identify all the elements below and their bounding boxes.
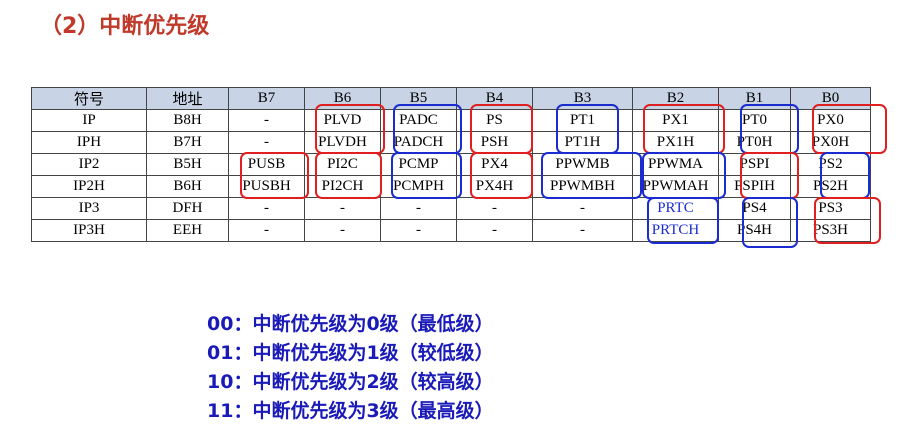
table-cell: PS4 <box>718 197 791 220</box>
note-line: 00：中断优先级为0级（最低级） <box>207 313 494 335</box>
table-cell: PCMPH <box>380 175 457 198</box>
table-cell: PT0 <box>718 109 791 132</box>
table-cell: PPWMBH <box>532 175 633 198</box>
table-cell: PRTCH <box>632 219 719 242</box>
header-cell: B6 <box>304 87 381 110</box>
table-cell: - <box>304 197 381 220</box>
table-cell: PRTC <box>632 197 719 220</box>
note-line: 11：中断优先级为3级（最高级） <box>207 400 494 422</box>
table-cell: - <box>228 109 305 132</box>
table-cell: - <box>228 197 305 220</box>
table-cell: PX1 <box>632 109 719 132</box>
table-cell: PPWMA <box>632 153 719 176</box>
header-cell: B1 <box>718 87 791 110</box>
table-cell: - <box>532 219 633 242</box>
table-cell: PSPI <box>718 153 791 176</box>
table-cell: PX1H <box>632 131 719 154</box>
table-cell: - <box>380 219 457 242</box>
priority-level-notes: 00：中断优先级为0级（最低级） 01：中断优先级为1级（较低级） 10：中断优… <box>207 310 494 426</box>
table-cell: PX0H <box>790 131 871 154</box>
table-cell: EEH <box>146 219 229 242</box>
header-cell: 地址 <box>146 87 229 110</box>
table-cell: PS2 <box>790 153 871 176</box>
table-cell: PPWMB <box>532 153 633 176</box>
header-cell: B4 <box>456 87 533 110</box>
table-cell: PCMP <box>380 153 457 176</box>
table-cell: PX0 <box>790 109 871 132</box>
table-cell: PI2C <box>304 153 381 176</box>
table-cell: IP2H <box>31 175 147 198</box>
table-cell: B6H <box>146 175 229 198</box>
table-cell: PLVDH <box>304 131 381 154</box>
table-cell: IPH <box>31 131 147 154</box>
section-title: （2）中断优先级 <box>40 14 210 39</box>
table-cell: - <box>228 219 305 242</box>
table-cell: PSPIH <box>718 175 791 198</box>
header-cell: B7 <box>228 87 305 110</box>
table-cell: PADCH <box>380 131 457 154</box>
table-cell: PT1H <box>532 131 633 154</box>
table-cell: PADC <box>380 109 457 132</box>
table-cell: PX4 <box>456 153 533 176</box>
header-cell: 符号 <box>31 87 147 110</box>
table-cell: PS2H <box>790 175 871 198</box>
table-cell: - <box>304 219 381 242</box>
table-cell: B5H <box>146 153 229 176</box>
table-cell: IP2 <box>31 153 147 176</box>
table-cell: IP <box>31 109 147 132</box>
table-cell: IP3H <box>31 219 147 242</box>
table-row: IP B8H - PLVD PADC PS PT1 PX1 PT0 PX0 <box>31 109 871 132</box>
table-cell: PS4H <box>718 219 791 242</box>
note-line: 01：中断优先级为1级（较低级） <box>207 342 494 364</box>
table-cell: - <box>228 131 305 154</box>
table-cell: PLVD <box>304 109 381 132</box>
table-cell: PS3H <box>790 219 871 242</box>
table-row: IP2 B5H PUSB PI2C PCMP PX4 PPWMB PPWMA P… <box>31 153 871 176</box>
table-row: IP3H EEH - - - - - PRTCH PS4H PS3H <box>31 219 871 242</box>
table-row: IP3 DFH - - - - - PRTC PS4 PS3 <box>31 197 871 220</box>
table-cell: IP3 <box>31 197 147 220</box>
table-cell: PT1 <box>532 109 633 132</box>
table-cell: PUSBH <box>228 175 305 198</box>
table-cell: PX4H <box>456 175 533 198</box>
table-cell: PS <box>456 109 533 132</box>
header-cell: B2 <box>632 87 719 110</box>
header-cell: B3 <box>532 87 633 110</box>
table-cell: PI2CH <box>304 175 381 198</box>
table-cell: - <box>532 197 633 220</box>
priority-register-table: 符号 地址 B7 B6 B5 B4 B3 B2 B1 B0 IP B8H - P… <box>31 87 871 242</box>
table-cell: B7H <box>146 131 229 154</box>
table-cell: B8H <box>146 109 229 132</box>
table-row: IP2H B6H PUSBH PI2CH PCMPH PX4H PPWMBH P… <box>31 175 871 198</box>
table-header-row: 符号 地址 B7 B6 B5 B4 B3 B2 B1 B0 <box>31 87 871 110</box>
table-cell: - <box>456 197 533 220</box>
header-cell: B0 <box>790 87 871 110</box>
table-cell: DFH <box>146 197 229 220</box>
table-cell: PUSB <box>228 153 305 176</box>
note-line: 10：中断优先级为2级（较高级） <box>207 371 494 393</box>
header-cell: B5 <box>380 87 457 110</box>
table-cell: - <box>456 219 533 242</box>
table-cell: PS3 <box>790 197 871 220</box>
table-cell: PT0H <box>718 131 791 154</box>
table-row: IPH B7H - PLVDH PADCH PSH PT1H PX1H PT0H… <box>31 131 871 154</box>
table-cell: PSH <box>456 131 533 154</box>
table-cell: - <box>380 197 457 220</box>
table-cell: PPWMAH <box>632 175 719 198</box>
